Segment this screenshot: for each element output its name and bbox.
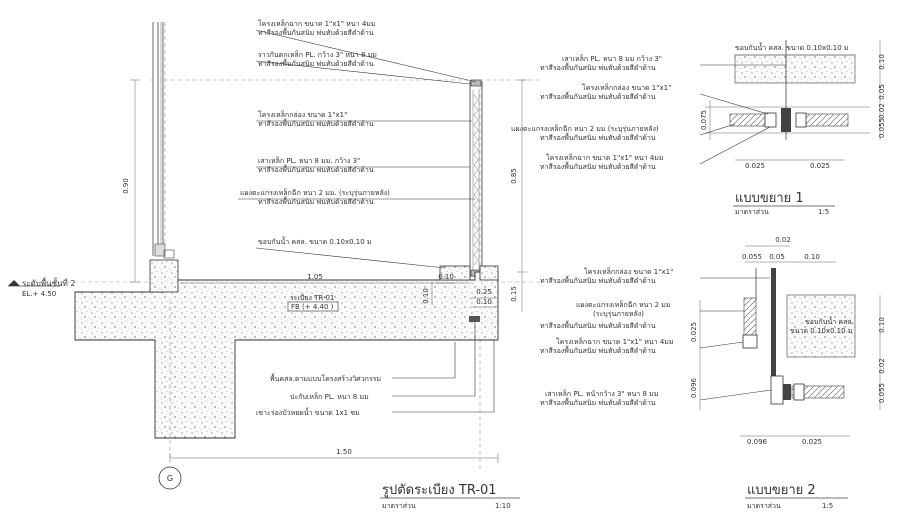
- level-label: ระดับพื้นชั้นที่ 2: [22, 277, 75, 288]
- level-value: EL.+ 4.50: [22, 290, 56, 298]
- d2-dim-b0096: 0.096: [747, 438, 768, 446]
- section-callouts: โครงเหล็กฉาก ขนาด 1"x1" หนา 4มม ทาสีรองพ…: [238, 19, 477, 269]
- d2-callout-2-l1: แผงตะแกรงเหล็กฉีก หนา 2 มม: [576, 300, 671, 309]
- d1-dim-h0025a: 0.025: [745, 162, 765, 170]
- section-callout-1-l2: ทาสีรองพื้นกันสนิม พ่นทับด้วยสีดำด้าน: [258, 26, 374, 37]
- d1-scale: 1:5: [818, 208, 829, 216]
- d2-callout-2-l2: (ระบุรุ่นภายหลัง): [593, 310, 644, 318]
- dim-090: 0.90: [122, 178, 130, 194]
- dim-010a: 0.10: [438, 273, 454, 281]
- section-scale-label: มาตราส่วน: [382, 502, 416, 510]
- section-title-block: รูปตัดระเบียง TR-01 มาตราส่วน 1:10: [380, 482, 520, 510]
- d2-callout-1-l2: ทาสีรองพื้นกันสนิม พ่นทับด้วยสีดำด้าน: [540, 274, 656, 285]
- d1-callout-3-l2: ทาสีรองพื้นกันสนิม พ่นทับด้วยสีดำด้าน: [540, 131, 656, 142]
- d1-callout-2-l2: ทาสีรองพื้นกันสนิม พ่นทับด้วยสีดำด้าน: [540, 90, 656, 101]
- d2-scale-label: มาตราส่วน: [747, 502, 781, 510]
- d2-scale: 1:5: [822, 502, 833, 510]
- d2-callout-5-l2: ทาสีรองพื้นกันสนิม พ่นทับด้วยสีดำด้าน: [540, 396, 656, 407]
- dim-105: 1.05: [307, 273, 323, 281]
- d2-callout-4-l2: ทาสีรองพื้นกันสนิม พ่นทับด้วยสีดำด้าน: [540, 344, 656, 355]
- section-bottom-callout-3: เซาะร่องบัวหยดน้ำ ขนาด 1x1 ซม: [256, 406, 360, 417]
- dim-010c: 0.10: [422, 288, 430, 304]
- d2-callout-4-l1: โครงเหล็กฉาก ขนาด 1"x1" หนา 4มม: [556, 337, 674, 346]
- d2-dim-h005: 0.05: [769, 253, 785, 261]
- section-bottom-callout-1: พื้นคสล.ตามแบบโครงสร้างวิศวกรรม: [270, 372, 381, 383]
- section-callout-2-l2: ทาสีรองพื้นกันสนิม พ่นทับด้วยสีดำด้าน: [258, 57, 374, 68]
- level-tag-value: FB (+ 4.40 ): [291, 303, 334, 311]
- d1-callout-1-l1: เสาเหล็ก PL. หนา 8 มม กว้าง 3": [562, 54, 662, 63]
- d1-dim-v010: 0.10: [878, 54, 886, 70]
- d1-callout-1-l2: ทาสีรองพื้นกันสนิม พ่นทับด้วยสีดำด้าน: [540, 61, 656, 72]
- section-callout-5-l1: แผงตะแกรงเหล็กฉีก หนา 2 มม. (ระบุรุ่นภาย…: [240, 188, 390, 197]
- section-bottom-callout-2: ปะกับเหล็ก PL. หนา 8 มม: [290, 392, 369, 401]
- d2-dim-h0055: 0.055: [742, 253, 762, 261]
- section-callout-4-l1: เสาเหล็ก PL. หนา 8 มม. กว้าง 3": [258, 156, 360, 165]
- section-callout-3-l2: ทาสีรองพื้นกันสนิม พ่นทับด้วยสีดำด้าน: [258, 117, 374, 128]
- d1-callout-4-l1: โครงเหล็กฉาก ขนาด 1"x1" หนา 4มม: [546, 153, 664, 162]
- level-tag: ระเบียง TR-01 FB (+ 4.40 ): [287, 294, 339, 312]
- d2-callout-3-l1: ทาสีรองพื้นกันสนิม พ่นทับด้วยสีดำด้าน: [540, 319, 656, 330]
- d1-curb-note: ขอบกันน้ำ คสล. ขนาด 0.10x0.10 ม: [735, 41, 849, 52]
- d1-scale-label: มาตราส่วน: [735, 208, 769, 216]
- level-marker: ระดับพื้นชั้นที่ 2 EL.+ 4.50: [8, 277, 75, 298]
- section-callout-1-l1: โครงเหล็กฉาก ขนาด 1"x1" หนา 4มม: [258, 19, 376, 28]
- d1-dim-v0055: 0.055: [878, 118, 886, 138]
- d2-curb-note-2: ขนาด 0.10x0.10 ม: [790, 327, 852, 335]
- grid-marker-label: G: [167, 474, 173, 483]
- d1-dim-v0075: 0.075: [700, 110, 708, 130]
- d2-dim-v0096: 0.096: [690, 377, 698, 398]
- d2-curb-note-1: ขอบกันน้ำ คสล.: [805, 315, 854, 326]
- d2-dim-v0025: 0.025: [690, 322, 698, 342]
- section-callout-3-l1: โครงเหล็กกล่อง ขนาด 1"x1": [258, 110, 347, 119]
- dim-010b: 0.10: [476, 298, 492, 306]
- d2-dim-r0055: 0.055: [878, 383, 886, 403]
- d2-dim-b0025: 0.025: [802, 438, 822, 446]
- d2-dim-r010: 0.10: [878, 317, 886, 333]
- dim-025: 0.25: [476, 288, 492, 296]
- d1-callout-2-l1: โครงเหล็กกล่อง ขนาด 1"x1": [582, 83, 671, 92]
- detail-2: 0.02 0.055 0.05 0.10 0.10 0.02 0.055 0.0…: [540, 236, 886, 510]
- section-callout-5-l2: ทาสีรองพื้นกันสนิม พ่นทับด้วยสีดำด้าน: [258, 195, 374, 206]
- d2-dim-top002: 0.02: [775, 236, 791, 244]
- section-scale: 1:10: [495, 502, 511, 510]
- dim-085: 0.85: [510, 168, 518, 184]
- section-title: รูปตัดระเบียง TR-01: [382, 482, 497, 498]
- d1-dim-v002: 0.02: [878, 103, 886, 119]
- d2-title: แบบขยาย 2: [747, 483, 816, 498]
- level-tag-label: ระเบียง TR-01: [290, 294, 334, 302]
- section-callout-4-l2: ทาสีรองพื้นกันสนิม พ่นทับด้วยสีดำด้าน: [258, 163, 374, 174]
- d1-dim-h0025b: 0.025: [810, 162, 830, 170]
- section-callout-2-l1: ราวกันตกเหล็ก PL. กว้าง 3" หนา 8 มม: [258, 50, 377, 59]
- main-section: G ระดับพื้นชั้นที่ 2 EL.+ 4.50 0.90 0.85…: [8, 19, 540, 510]
- grid-marker: [158, 466, 182, 490]
- d2-callout-5-l1: เสาเหล็ก PL. หน้ากว้าง 3" หนา 8 มม: [545, 389, 658, 398]
- d1-dim-v005: 0.05: [878, 84, 886, 100]
- dim-150: 1.50: [336, 448, 352, 456]
- d1-title: แบบขยาย 1: [735, 191, 804, 206]
- d2-dim-h010: 0.10: [804, 253, 820, 261]
- d2-callout-1-l1: โครงเหล็กกล่อง ขนาด 1"x1": [584, 267, 673, 276]
- dim-015: 0.15: [510, 286, 518, 302]
- section-bottom-callouts: พื้นคสล.ตามแบบโครงสร้างวิศวกรรม ปะกับเหล…: [256, 322, 495, 417]
- d1-callout-3-l1: แผงตะแกรงเหล็กฉีก หนา 2 มม (ระบุรุ่นภายห…: [511, 124, 659, 133]
- d2-dim-r002: 0.02: [878, 358, 886, 374]
- section-callout-6-l1: ขอบกันน้ำ คสล. ขนาด 0.10x0.10 ม: [258, 235, 372, 246]
- d1-callout-4-l2: ทาสีรองพื้นกันสนิม พ่นทับด้วยสีดำด้าน: [540, 160, 656, 171]
- detail-1: 0.10 0.05 0.02 0.055 0.075 0.025 0.025 ข…: [511, 40, 886, 216]
